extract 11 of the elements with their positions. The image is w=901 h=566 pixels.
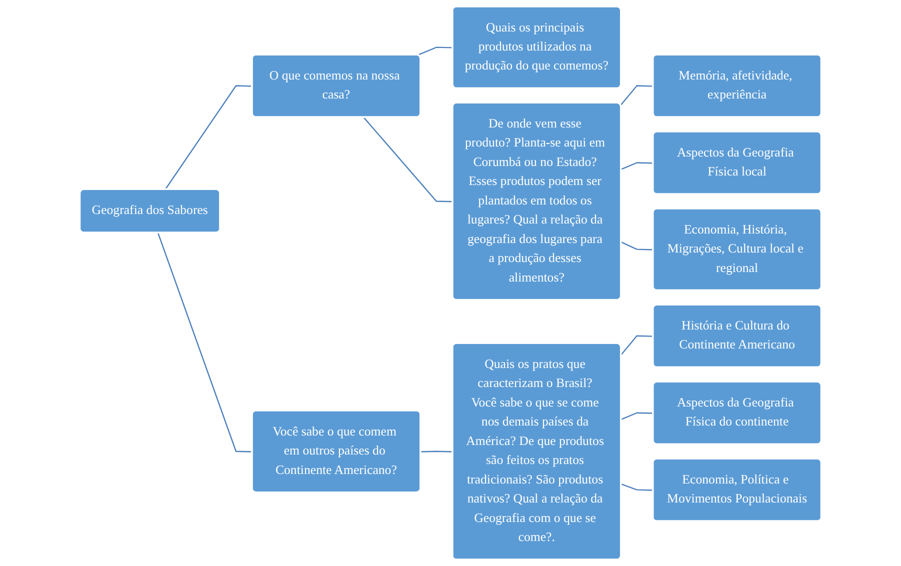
connector (420, 450, 453, 452)
connector (417, 46, 453, 56)
connector (620, 412, 654, 420)
connector (157, 232, 252, 452)
connector (620, 335, 654, 356)
connector (363, 117, 453, 202)
connector (620, 85, 654, 106)
connector (621, 484, 654, 491)
connector (164, 85, 252, 190)
connector (620, 241, 654, 250)
connector (620, 162, 654, 170)
